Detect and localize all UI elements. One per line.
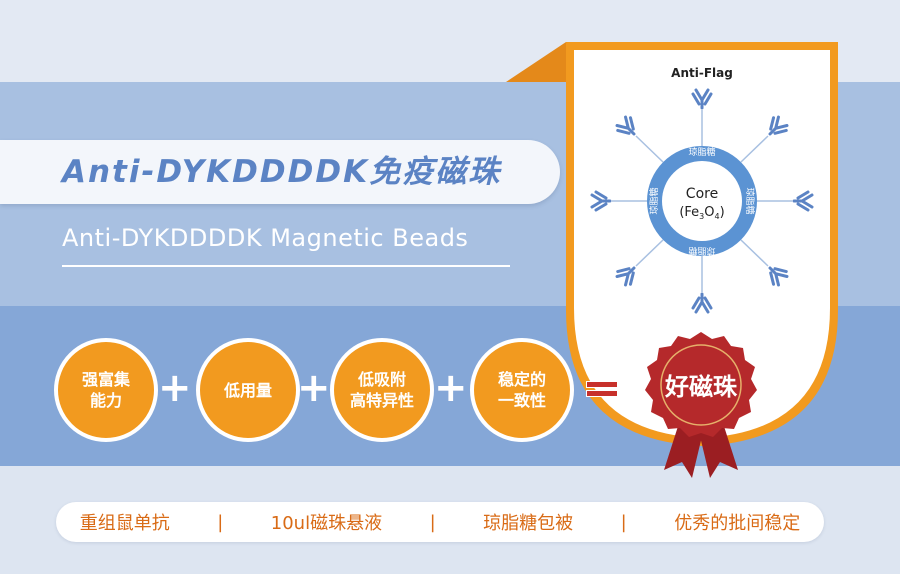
badge-inner-ring xyxy=(660,344,742,426)
core-formula: (Fe3O4) xyxy=(679,205,724,221)
benefit-text-line2: 能力 xyxy=(89,391,122,410)
benefit-circle-specificity: 低吸附高特异性 xyxy=(330,338,434,442)
shield-ribbon-fold xyxy=(506,42,566,82)
feature-bar: 重组鼠单抗 | 10ul磁珠悬液 | 琼脂糖包被 | 优秀的批间稳定 xyxy=(56,502,824,542)
feature-separator: | xyxy=(620,511,627,533)
subtitle-underline xyxy=(62,265,510,267)
plus-sign: + xyxy=(434,365,468,411)
feature-separator: | xyxy=(429,511,436,533)
ring-label-top: 琼脂糖 xyxy=(688,146,715,158)
core-label: Core xyxy=(686,186,718,202)
benefit-text-line1: 稳定的 xyxy=(497,370,546,389)
benefit-circle-low-dosage: 低用量 xyxy=(196,338,300,442)
benefit-text-line1: 低吸附 xyxy=(357,370,406,389)
bead-core xyxy=(662,161,742,241)
title-pill xyxy=(0,140,560,204)
equals-sign xyxy=(586,381,618,397)
badge-seal xyxy=(645,332,757,437)
feature-item: 琼脂糖包被 xyxy=(483,513,574,534)
benefit-circle-enrichment: 强富集能力 xyxy=(54,338,158,442)
result-label: 好磁珠 xyxy=(664,373,738,401)
feature-separator: | xyxy=(217,511,224,533)
benefit-text-line1: 低用量 xyxy=(223,380,272,400)
benefit-circle-consistency: 稳定的一致性 xyxy=(470,338,574,442)
ring-label-right: 琼脂糖 xyxy=(744,187,756,214)
benefit-text-line1: 强富集 xyxy=(81,370,130,389)
ring-label-bottom: 琼脂糖 xyxy=(688,245,715,257)
plus-sign: + xyxy=(158,365,192,411)
benefit-text-line2: 高特异性 xyxy=(350,391,415,410)
feature-item: 10ul磁珠悬液 xyxy=(270,513,383,534)
plus-sign: + xyxy=(297,365,331,411)
antibody-label: Anti-Flag xyxy=(671,66,733,80)
page-subtitle: Anti-DYKDDDDK Magnetic Beads xyxy=(62,224,469,252)
benefit-text-line2: 一致性 xyxy=(497,391,546,410)
ring-label-left: 琼脂糖 xyxy=(648,187,660,214)
feature-item: 优秀的批间稳定 xyxy=(674,513,801,534)
antibody-spokes xyxy=(612,110,792,292)
feature-item: 重组鼠单抗 xyxy=(79,513,170,534)
page-title: Anti-DYKDDDDK免疫磁珠 xyxy=(62,154,502,190)
